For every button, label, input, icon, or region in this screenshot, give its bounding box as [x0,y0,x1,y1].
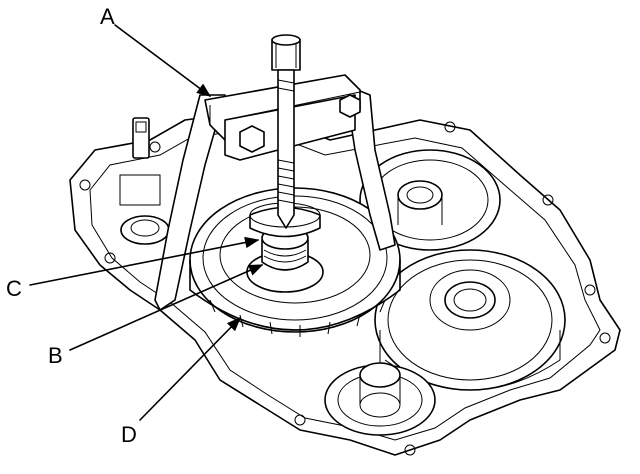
leader-line-d [139,316,242,421]
leader-line-b [69,264,264,351]
leader-lines [29,24,264,421]
leader-line-c [29,236,260,286]
label-d: D [121,422,137,447]
label-b: B [48,343,63,368]
leader-line-a [114,24,212,97]
large-gear [374,249,566,391]
label-c: C [6,276,22,301]
label-a: A [100,4,115,29]
upper-gear [359,149,501,251]
lower-bearing [324,362,436,436]
